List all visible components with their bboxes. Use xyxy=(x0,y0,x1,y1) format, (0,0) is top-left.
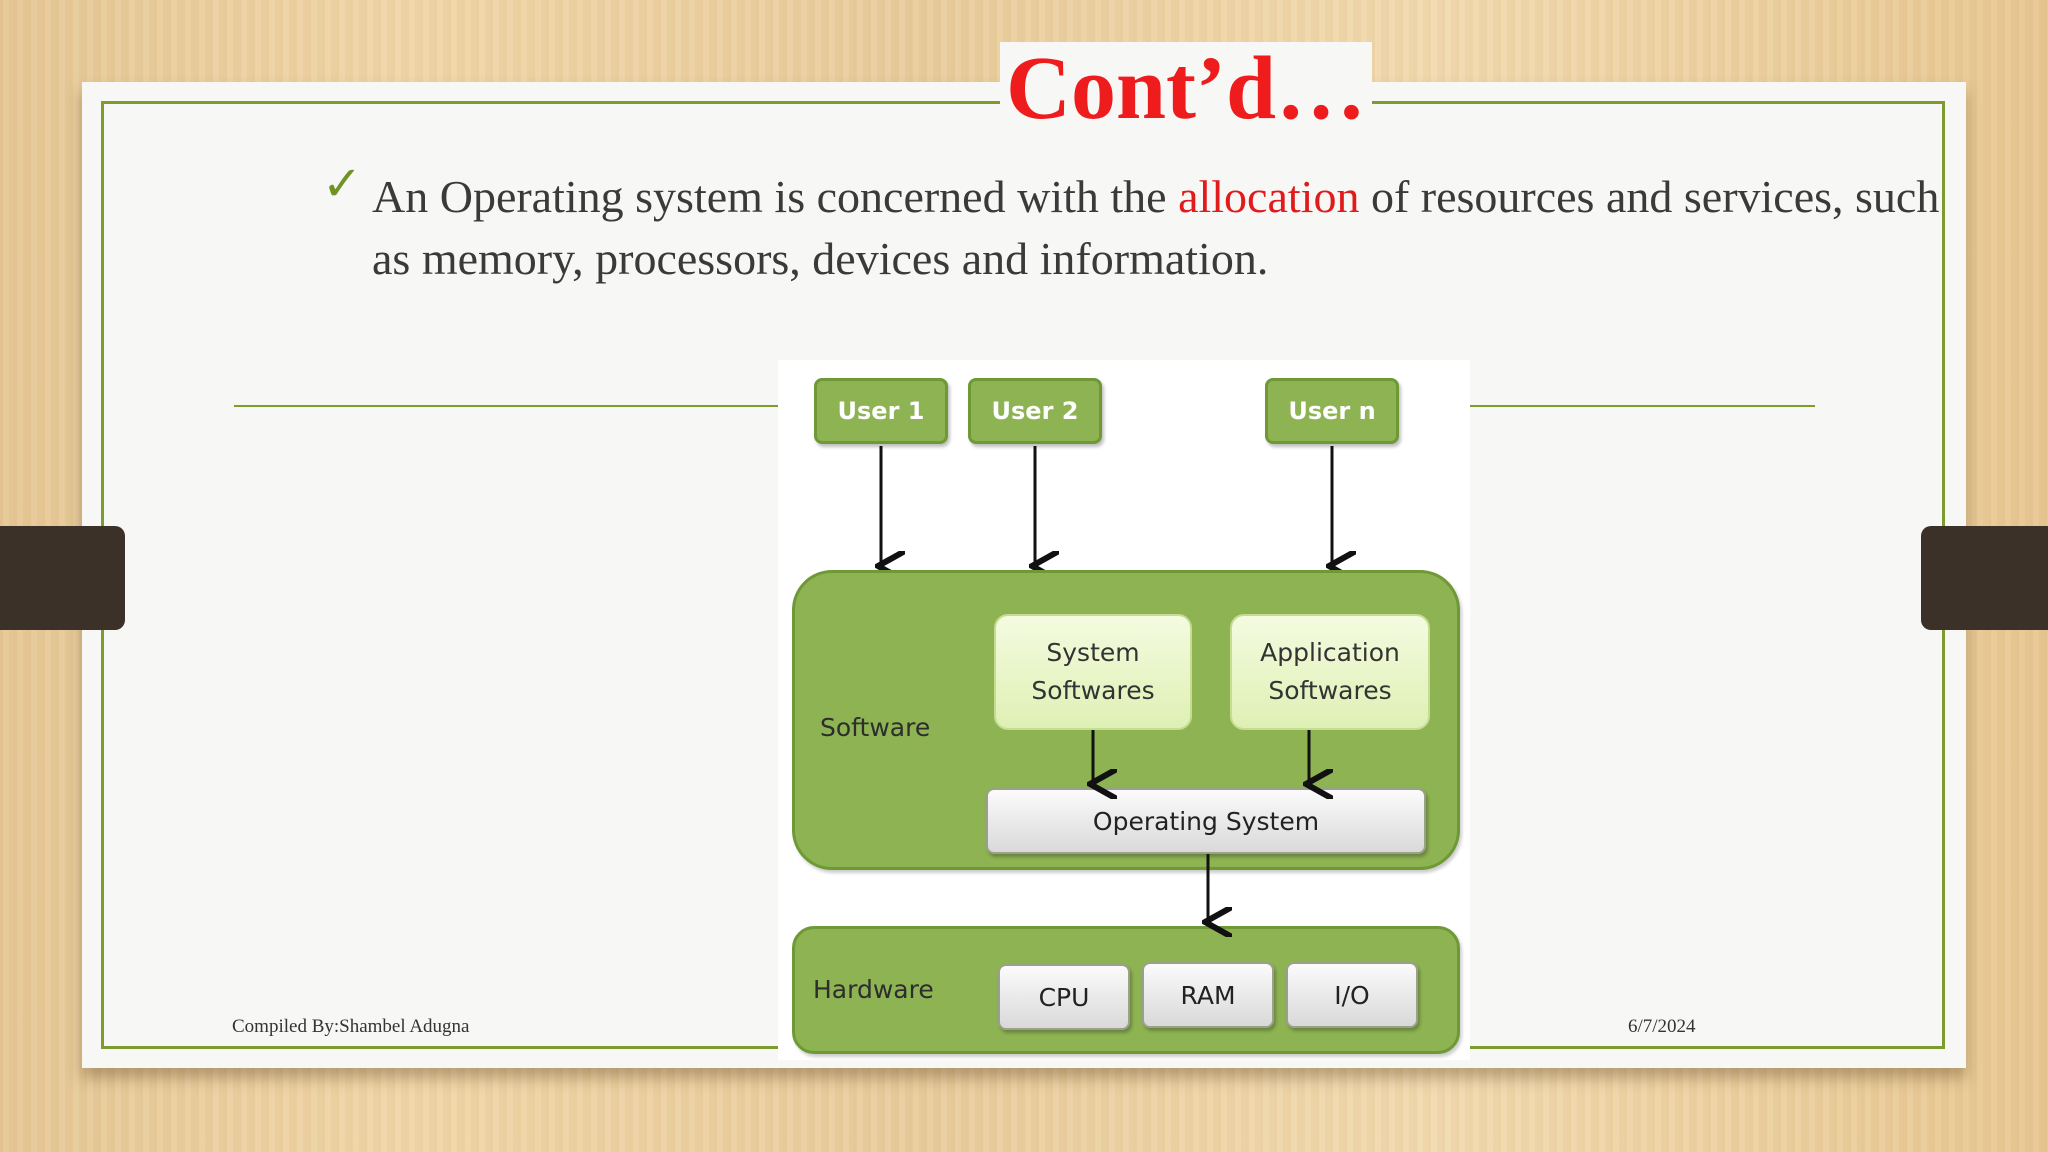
left-divider-line xyxy=(234,405,780,407)
left-binder-clip xyxy=(0,526,125,630)
footer-date: 6/7/2024 xyxy=(1628,1016,1696,1037)
io-box: I/O xyxy=(1286,962,1418,1028)
user-2-box: User 2 xyxy=(968,378,1102,444)
bullet-text-before: An Operating system is concerned with th… xyxy=(372,171,1179,222)
application-softwares-box: Application Softwares xyxy=(1230,614,1430,730)
hardware-label: Hardware xyxy=(813,975,934,1004)
right-binder-clip xyxy=(1921,526,2048,630)
bullet-highlight-word: allocation xyxy=(1178,171,1360,222)
right-divider-line xyxy=(1470,405,1815,407)
bullet-text: An Operating system is concerned with th… xyxy=(372,166,1972,290)
footer-author: Compiled By:Shambel Adugna xyxy=(232,1016,470,1037)
diagram-arrows xyxy=(778,446,1470,1060)
system-softwares-line2: Softwares xyxy=(1031,676,1155,705)
cpu-box: CPU xyxy=(998,964,1130,1030)
software-label: Software xyxy=(820,713,931,742)
os-architecture-diagram: User 1 User 2 User n Software System Sof… xyxy=(778,360,1470,1060)
application-softwares-line2: Softwares xyxy=(1268,676,1392,705)
slide-title: Cont’d… xyxy=(1000,41,1373,137)
operating-system-box: Operating System xyxy=(986,788,1426,854)
check-icon: ✓ xyxy=(322,156,363,212)
bullet-text-after: of resources and services, such as memor… xyxy=(372,171,1940,284)
user-1-box: User 1 xyxy=(814,378,948,444)
system-softwares-box: System Softwares xyxy=(994,614,1192,730)
ram-box: RAM xyxy=(1142,962,1274,1028)
application-softwares-line1: Application xyxy=(1260,638,1400,667)
system-softwares-line1: System xyxy=(1046,638,1140,667)
user-n-box: User n xyxy=(1265,378,1399,444)
